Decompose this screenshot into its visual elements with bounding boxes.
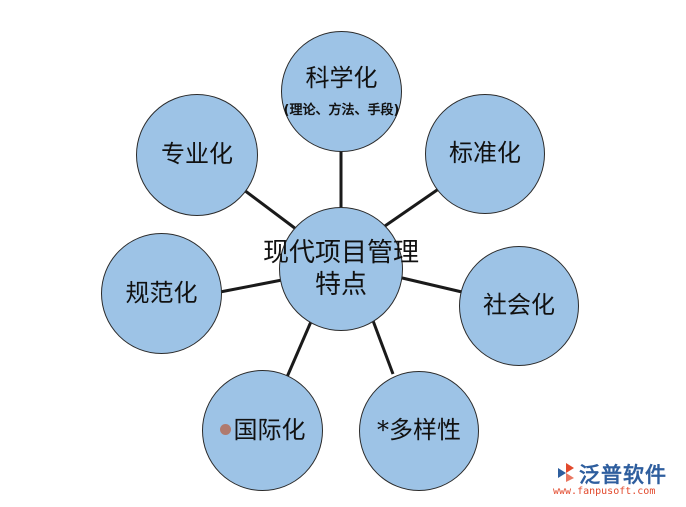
node-diversity: *多样性 bbox=[359, 371, 479, 491]
node-scientific: 科学化 (理论、方法、手段) bbox=[281, 31, 402, 152]
node-normalized: 规范化 bbox=[101, 233, 222, 354]
watermark-url: www.fanpusoft.com bbox=[553, 486, 656, 497]
node-international-label: 国际化 bbox=[233, 415, 306, 444]
watermark-name: 泛普软件 bbox=[579, 463, 667, 487]
node-normalized-label: 规范化 bbox=[125, 278, 198, 307]
node-scientific-label: 科学化 bbox=[305, 64, 378, 93]
connector-bottom-right bbox=[370, 317, 395, 375]
connector-left bbox=[219, 278, 283, 294]
node-diversity-label: *多样性 bbox=[377, 416, 461, 445]
connector-right bbox=[397, 275, 463, 294]
node-socialized: 社会化 bbox=[459, 246, 579, 366]
connector-bottom-left bbox=[285, 316, 315, 378]
fanpu-logo-icon bbox=[558, 463, 574, 482]
node-standardized-label: 标准化 bbox=[449, 139, 521, 168]
node-international: 国际化 bbox=[202, 370, 323, 491]
node-socialized-label: 社会化 bbox=[483, 291, 555, 320]
node-specialized-label: 专业化 bbox=[161, 140, 233, 169]
node-center: 现代项目管理 特点 bbox=[263, 207, 419, 331]
connector-top-left bbox=[239, 185, 297, 231]
node-specialized: 专业化 bbox=[136, 94, 258, 216]
node-standardized: 标准化 bbox=[425, 94, 545, 214]
watermark: 泛普软件 www.fanpusoft.com bbox=[553, 459, 679, 499]
node-scientific-sublabel: (理论、方法、手段) bbox=[283, 102, 400, 118]
center-label-line1: 现代项目管理 bbox=[263, 237, 420, 268]
connector-top-right bbox=[381, 186, 441, 230]
bullet-dot-icon bbox=[219, 423, 231, 435]
center-label-line2: 特点 bbox=[314, 270, 367, 300]
